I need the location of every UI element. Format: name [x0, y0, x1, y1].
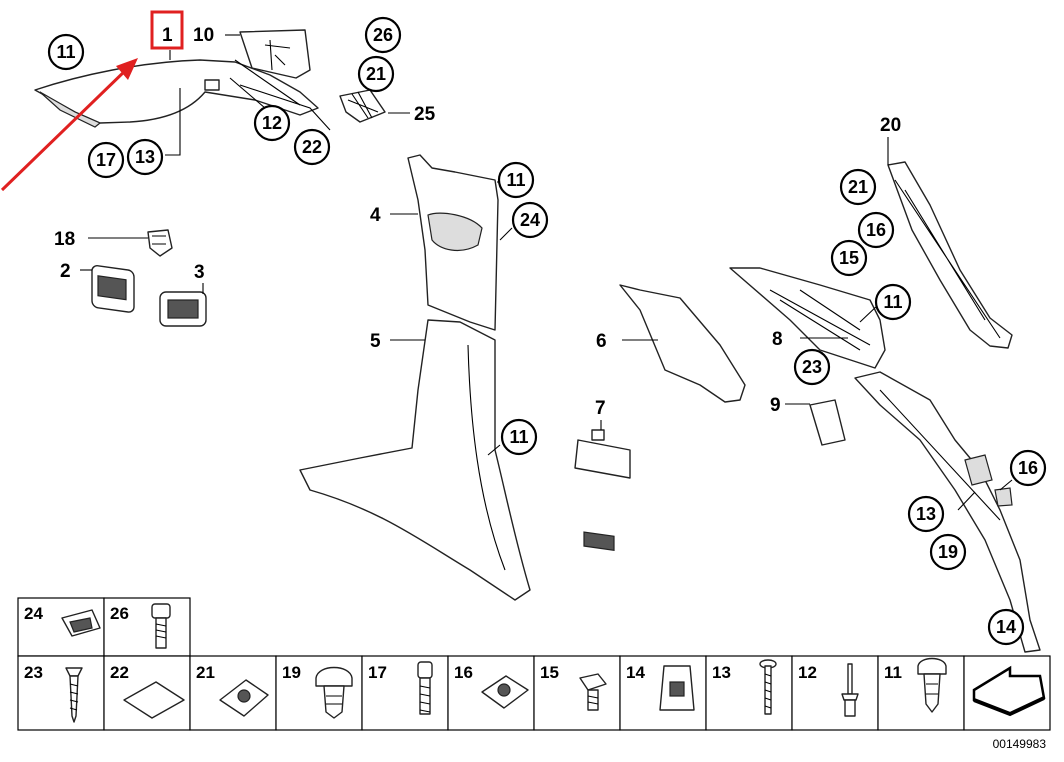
highlight-arrow [0, 58, 138, 192]
svg-text:11: 11 [509, 427, 528, 447]
svg-text:23: 23 [24, 663, 43, 682]
svg-text:24: 24 [520, 210, 540, 230]
label-6[interactable]: 6 [596, 331, 607, 352]
svg-text:21: 21 [196, 663, 215, 682]
svg-text:11: 11 [884, 663, 902, 682]
label-5[interactable]: 5 [370, 331, 381, 352]
svg-text:26: 26 [110, 604, 129, 623]
callout-16-a[interactable]: 16 [857, 211, 895, 249]
part-5-pillar-lower[interactable] [299, 319, 531, 601]
svg-text:11: 11 [506, 170, 525, 190]
label-2[interactable]: 2 [60, 261, 71, 282]
label-20[interactable]: 20 [880, 115, 901, 136]
callout-24[interactable]: 24 [511, 201, 549, 239]
svg-text:14: 14 [996, 617, 1016, 637]
part-7-switch[interactable] [574, 420, 631, 551]
callout-15[interactable]: 15 [830, 239, 868, 277]
svg-text:26: 26 [373, 25, 393, 45]
svg-text:19: 19 [282, 663, 301, 682]
svg-text:12: 12 [798, 663, 817, 682]
legend-cell-13[interactable]: 13 [705, 655, 793, 731]
legend-cell-arrow [963, 655, 1051, 731]
svg-text:21: 21 [848, 177, 868, 197]
part-18-bracket[interactable] [88, 229, 173, 257]
callout-11-b[interactable]: 11 [497, 161, 535, 199]
callout-26[interactable]: 26 [364, 16, 402, 54]
svg-text:16: 16 [454, 663, 473, 682]
legend-cell-21[interactable]: 21 [189, 655, 277, 731]
part-8-trim[interactable] [729, 267, 886, 369]
part-10-bracket[interactable] [225, 29, 311, 79]
callout-11-d[interactable]: 11 [874, 283, 912, 321]
legend-cell-15[interactable]: 15 [533, 655, 621, 731]
callout-21-b[interactable]: 21 [839, 168, 877, 206]
legend-cell-22[interactable]: 22 [103, 655, 191, 731]
callout-16-b[interactable]: 16 [1009, 449, 1047, 487]
svg-text:15: 15 [540, 663, 559, 682]
svg-text:11: 11 [883, 292, 902, 312]
legend-cell-23[interactable]: 23 [17, 655, 105, 731]
part-4-pillar-upper[interactable] [390, 154, 499, 331]
svg-text:13: 13 [712, 663, 731, 682]
svg-text:24: 24 [24, 604, 43, 623]
label-4[interactable]: 4 [370, 205, 381, 226]
part-6-trim[interactable] [619, 284, 746, 403]
label-18[interactable]: 18 [54, 229, 75, 250]
legend-cell-24[interactable]: 24 [17, 597, 105, 657]
callout-13-b[interactable]: 13 [907, 495, 945, 533]
label-8[interactable]: 8 [772, 329, 783, 350]
svg-text:17: 17 [96, 150, 116, 170]
callout-19[interactable]: 19 [929, 533, 967, 571]
legend-cell-16[interactable]: 16 [447, 655, 535, 731]
part-1-trim[interactable] [34, 50, 319, 128]
callout-11-c[interactable]: 11 [500, 418, 538, 456]
svg-text:13: 13 [916, 504, 936, 524]
svg-text:19: 19 [938, 542, 958, 562]
part-25-clip[interactable] [339, 89, 410, 123]
label-1[interactable]: 1 [162, 25, 173, 46]
label-25[interactable]: 25 [414, 104, 436, 125]
part-14-trim[interactable] [854, 371, 1041, 653]
callout-11-a[interactable]: 11 [47, 33, 85, 71]
callout-17[interactable]: 17 [87, 141, 125, 179]
callout-23[interactable]: 23 [793, 348, 831, 386]
callout-22[interactable]: 22 [293, 128, 331, 166]
part-3-switch[interactable] [159, 283, 207, 327]
callout-14[interactable]: 14 [987, 608, 1025, 646]
legend-cell-17[interactable]: 17 [361, 655, 449, 731]
svg-text:22: 22 [302, 137, 322, 157]
callout-13-a[interactable]: 13 [126, 138, 164, 176]
legend-cell-12[interactable]: 12 [791, 655, 879, 731]
svg-text:22: 22 [110, 663, 129, 682]
callout-12[interactable]: 12 [253, 104, 291, 142]
label-9[interactable]: 9 [770, 395, 781, 416]
diagram-id: 00149983 [993, 737, 1047, 751]
part-9-cap[interactable] [785, 399, 846, 446]
label-7[interactable]: 7 [595, 398, 606, 419]
label-10[interactable]: 10 [193, 25, 214, 46]
svg-text:17: 17 [368, 663, 387, 682]
legend-cell-14[interactable]: 14 [619, 655, 707, 731]
legend-top-row: 24 26 [17, 597, 191, 657]
legend-cell-19[interactable]: 19 [275, 655, 363, 731]
highlight-box [150, 10, 184, 50]
callout-21-a[interactable]: 21 [357, 55, 395, 93]
svg-text:16: 16 [866, 220, 886, 240]
label-3[interactable]: 3 [194, 262, 205, 283]
svg-text:12: 12 [262, 113, 282, 133]
svg-text:15: 15 [839, 248, 859, 268]
svg-text:13: 13 [135, 147, 155, 167]
svg-text:23: 23 [802, 357, 822, 377]
part-20-rail[interactable] [887, 137, 1013, 349]
legend-bottom-row: 23 22 21 19 17 [17, 655, 1051, 731]
svg-text:21: 21 [366, 64, 386, 84]
part-2-switch[interactable] [80, 265, 135, 313]
svg-text:14: 14 [626, 663, 645, 682]
svg-text:16: 16 [1018, 458, 1038, 478]
legend-cell-26[interactable]: 26 [103, 597, 191, 657]
legend-cell-11[interactable]: 11 [877, 655, 965, 731]
svg-text:11: 11 [56, 42, 75, 62]
